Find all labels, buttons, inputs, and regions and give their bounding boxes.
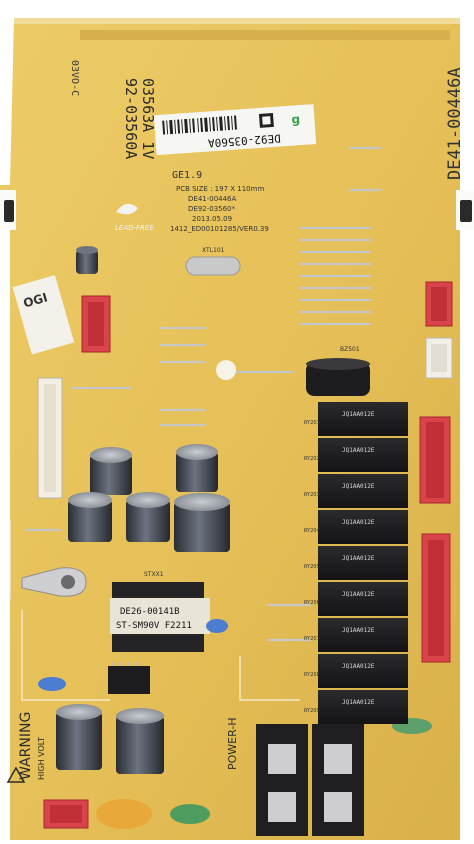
power-label: POWER-H	[226, 717, 239, 770]
connector-right-top	[425, 281, 453, 327]
pcb-edge-top	[14, 18, 460, 24]
barcode-label: DE92-03560A g	[153, 104, 317, 156]
relay: JQ1AA012E RY205	[304, 546, 408, 580]
svg-text:HIGH VOLT: HIGH VOLT	[37, 737, 46, 780]
small-capacitor	[76, 246, 98, 274]
relay-model-text: JQ1AA012E	[342, 699, 375, 706]
relay-bank: JQ1AA012ERY201JQ1AA012ERY202JQ1AA012ERY2…	[304, 402, 408, 724]
relay: JQ1AA012E RY202	[304, 438, 408, 472]
version-tag: GE1.9	[172, 170, 202, 181]
relay: JQ1AA012E RY207	[304, 618, 408, 652]
green-logo-icon: g	[291, 112, 301, 127]
connector-right-mid	[419, 416, 451, 504]
transformer-label-2: ST-SM90V F2211	[116, 621, 192, 631]
svg-text:WARNING: WARNING	[18, 712, 34, 780]
ribbon-connector	[37, 377, 63, 499]
pcb-rev: 1412_ED00101285/VER0.39	[170, 225, 269, 233]
relay-model-text: JQ1AA012E	[342, 411, 375, 418]
jumper-wires	[24, 146, 382, 642]
relay-label: RY204	[304, 528, 320, 534]
relay-model-text: JQ1AA012E	[342, 519, 375, 526]
capacitor-3	[68, 492, 112, 542]
relay-label: RY201	[304, 420, 320, 426]
capacitor-5	[174, 493, 230, 552]
svg-text:OGI: OGI	[22, 290, 49, 310]
top-pin-header	[80, 30, 450, 40]
power-terminal-1	[256, 724, 308, 836]
mount-hole	[216, 360, 236, 380]
white-sticker: OGI	[12, 275, 75, 355]
lead-free-label: LEAD-FREE	[115, 224, 154, 232]
relay: JQ1AA012E RY204	[304, 510, 408, 544]
relay-model-text: JQ1AA012E	[342, 663, 375, 670]
warning-marking: WARNING HIGH VOLT	[18, 712, 46, 780]
connector-left-top	[81, 295, 111, 353]
capacitor-4	[126, 492, 170, 542]
pcb-part: DE41-00446A	[188, 195, 237, 203]
transformer-label-1: DE26-00141B	[120, 607, 180, 617]
blue-capacitor-1	[206, 619, 228, 633]
svg-text:BZ501: BZ501	[340, 346, 360, 353]
edge-code: 92-03560A	[122, 78, 140, 159]
relay-label: RY205	[304, 564, 320, 570]
lead-free-icon	[116, 203, 138, 215]
connector-right-long	[421, 533, 451, 663]
relay-label: RY206	[304, 600, 320, 606]
relay: JQ1AA012E RY208	[304, 654, 408, 688]
ic-chip	[108, 662, 150, 694]
connector-white	[425, 337, 453, 379]
pcb-date: 2013.05.09	[192, 215, 232, 223]
relay-label: RY202	[304, 456, 320, 462]
relay-model-text: JQ1AA012E	[342, 447, 375, 454]
relay-label: RY203	[304, 492, 320, 498]
relay-label: RY208	[304, 672, 320, 678]
green-capacitor	[170, 804, 210, 824]
vertical-part-number: DE41-00446A	[445, 67, 465, 180]
capacitor-2	[176, 444, 218, 492]
crystal-oscillator: XTL101	[185, 247, 241, 276]
relay: JQ1AA012E RY209	[304, 690, 408, 724]
connector-bottom-left	[43, 799, 89, 829]
ground-lug	[21, 567, 87, 597]
buzzer: BZ501	[306, 346, 370, 396]
edge-code-2: 03563A 1V	[139, 78, 157, 159]
corner-code: 03VO-C	[69, 60, 80, 96]
pcb-size: PCB SIZE : 197 X 110mm	[176, 185, 264, 193]
orange-capacitor	[96, 799, 152, 829]
relay-model-text: JQ1AA012E	[342, 627, 375, 634]
capacitor-1	[90, 447, 132, 495]
svg-text:XTL101: XTL101	[202, 247, 225, 254]
relay-label: RY207	[304, 636, 320, 642]
relay: JQ1AA012E RY201	[304, 402, 408, 436]
relay-model-text: JQ1AA012E	[342, 591, 375, 598]
relay: JQ1AA012E RY206	[304, 582, 408, 616]
warning-triangle-icon	[6, 766, 26, 783]
relay-label: RY209	[304, 708, 320, 714]
capacitor-7	[116, 708, 164, 774]
blue-capacitor-2	[38, 677, 66, 691]
transformer: DE26-00141B ST-SM90V F2211 STXX1	[110, 571, 210, 652]
relay-model-text: JQ1AA012E	[342, 483, 375, 490]
relay-model-text: JQ1AA012E	[342, 555, 375, 562]
label-part-number: DE92-03560A	[207, 132, 281, 150]
capacitor-6	[56, 704, 102, 770]
relay: JQ1AA012E RY203	[304, 474, 408, 508]
pcb-part-2: DE92-03560*	[188, 205, 236, 213]
power-terminal-2	[312, 724, 364, 836]
svg-text:STXX1: STXX1	[144, 571, 164, 578]
